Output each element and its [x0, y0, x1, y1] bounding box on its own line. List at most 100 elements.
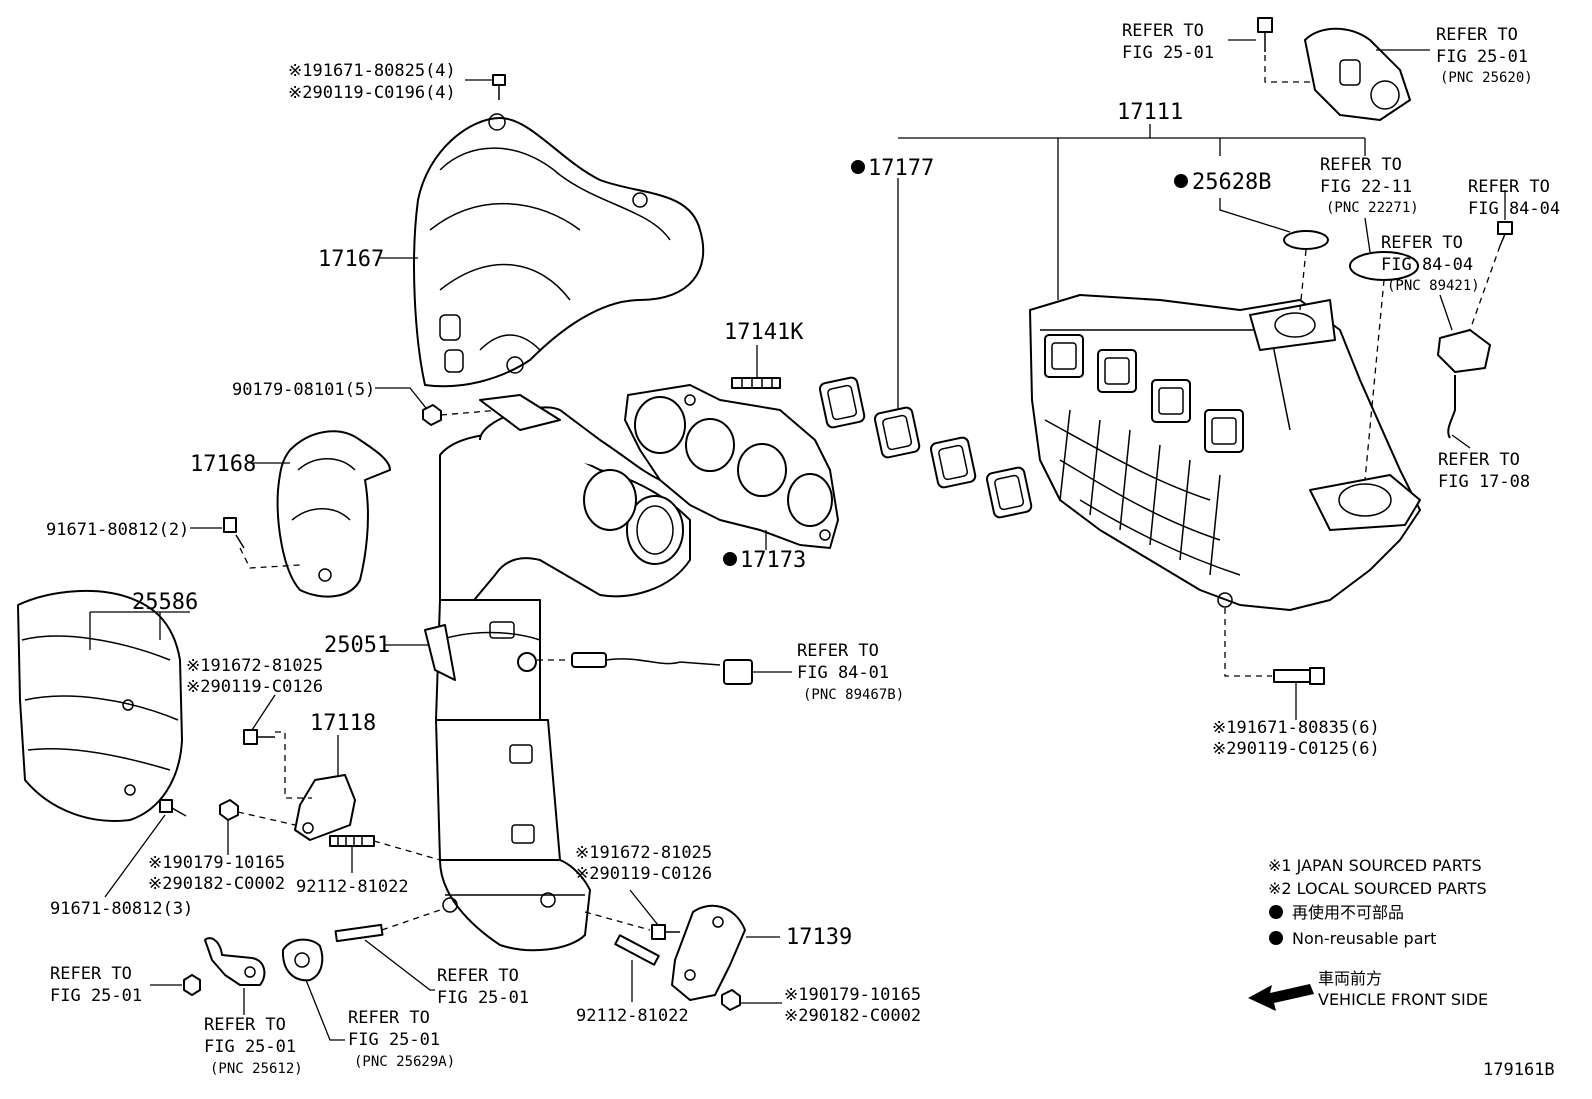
label-17167: 17167	[318, 247, 384, 272]
legend-japan: ※1 JAPAN SOURCED PARTS	[1268, 856, 1482, 875]
refer-17-08-line2: FIG 17-08	[1438, 472, 1530, 492]
map-sensor-icon	[1437, 221, 1513, 439]
refer-bl-1-line1: REFER TO	[50, 964, 132, 984]
legend-nonreuse-en: Non-reusable part	[1292, 929, 1436, 948]
refer-84-01-line3: (PNC 89467B)	[803, 687, 904, 703]
refer-84-01-line1: REFER TO	[797, 641, 879, 661]
bolt-manifold-icon	[1273, 667, 1325, 685]
label-17141k: 17141K	[724, 320, 804, 345]
refer-bl-4-line1: REFER TO	[437, 966, 519, 986]
refer-bl-2-line1: REFER TO	[204, 1015, 286, 1035]
refer-84-04-a-line1: REFER TO	[1468, 177, 1550, 197]
label-bolt-top-2: ※290119-C0196(4)	[288, 83, 456, 103]
refer-22-11-line3: (PNC 22271)	[1326, 200, 1419, 216]
refer-84-04-b-line3: (PNC 89421)	[1387, 278, 1480, 294]
intake-manifold-17111	[1029, 294, 1421, 611]
refer-84-04-b-line2: FIG 84-04	[1381, 255, 1473, 275]
refer-bl-3-line2: FIG 25-01	[348, 1030, 440, 1050]
label-bolt-manifold-1: ※191671-80835(6)	[1212, 718, 1380, 738]
label-17111: 17111	[1117, 100, 1183, 125]
label-stud-right: 92112-81022	[576, 1006, 689, 1026]
figure-id: 179161B	[1483, 1060, 1555, 1080]
label-bolt-17118-1: ※191672-81025	[186, 656, 323, 676]
refer-22-11-line1: REFER TO	[1320, 155, 1402, 175]
oxygen-sensor-icon	[537, 652, 753, 685]
bolt-91671-2-icon	[223, 517, 245, 549]
bracket-25612-icon	[204, 937, 266, 986]
label-nut-90179: 90179-08101(5)	[232, 380, 375, 400]
refer-top-right-line2: FIG 25-01	[1436, 47, 1528, 67]
stud-left-icon	[329, 835, 375, 847]
bolt-17118-icon	[243, 729, 275, 745]
bracket-17118	[294, 774, 356, 841]
nonreusable-dot-25628b	[1174, 174, 1188, 188]
legend-front-en: VEHICLE FRONT SIDE	[1318, 990, 1488, 1009]
label-stud-left: 92112-81022	[296, 877, 409, 897]
refer-84-01-line2: FIG 84-01	[797, 663, 889, 683]
label-17118: 17118	[310, 711, 376, 736]
refer-84-04-b-line1: REFER TO	[1381, 233, 1463, 253]
legend: ※1 JAPAN SOURCED PARTS ※2 LOCAL SOURCED …	[1248, 856, 1488, 1011]
exhaust-manifold-25051	[424, 394, 691, 952]
label-bolt-manifold-2: ※290119-C0125(6)	[1212, 739, 1380, 759]
label-nut-17139-2: ※290182-C0002	[784, 1006, 921, 1026]
bracket-17139	[671, 904, 746, 1001]
nonreusable-dot-17177	[851, 160, 865, 174]
exhaust-gasket-17173	[624, 384, 839, 549]
label-17173: 17173	[740, 548, 806, 573]
refer-22-11-line2: FIG 22-11	[1320, 177, 1412, 197]
nut-17118-icon	[219, 799, 239, 821]
refer-17-08-line1: REFER TO	[1438, 450, 1520, 470]
refer-top-left-line1: REFER TO	[1122, 21, 1204, 41]
bolt-top-icon	[492, 74, 506, 100]
label-nut-17118-1: ※190179-10165	[148, 853, 285, 873]
heat-insulator-25586	[17, 589, 183, 822]
legend-local: ※2 LOCAL SOURCED PARTS	[1268, 879, 1487, 898]
intake-gaskets-17177	[818, 376, 1033, 519]
front-arrow-icon	[1248, 984, 1314, 1011]
label-25051: 25051	[324, 633, 390, 658]
heat-insulator-17167	[413, 113, 705, 388]
bolt-17139-icon	[651, 924, 680, 940]
legend-dot-icon-2	[1269, 931, 1283, 945]
label-bolt-17139-2: ※290119-C0126	[575, 864, 712, 884]
refer-bl-3-line1: REFER TO	[348, 1008, 430, 1028]
label-bolt-17139-1: ※191672-81025	[575, 843, 712, 863]
label-nut-17139-1: ※190179-10165	[784, 985, 921, 1005]
gasket-25629a-icon	[281, 938, 324, 982]
refer-bl-1-line2: FIG 25-01	[50, 986, 142, 1006]
refer-84-04-a-line2: FIG 84-04	[1468, 199, 1560, 219]
stud-bottom-icon	[334, 923, 384, 943]
refer-top-left-line2: FIG 25-01	[1122, 43, 1214, 63]
legend-dot-icon-1	[1269, 905, 1283, 919]
refer-bl-2-line2: FIG 25-01	[204, 1037, 296, 1057]
nut-90179-icon	[422, 404, 442, 426]
label-25628b: 25628B	[1192, 170, 1271, 195]
label-nut-17118-2: ※290182-C0002	[148, 874, 285, 894]
refer-bl-2-line3: (PNC 25612)	[210, 1061, 303, 1077]
legend-nonreuse-jp: 再使用不可部品	[1292, 903, 1404, 922]
refer-top-right-line1: REFER TO	[1436, 25, 1518, 45]
label-17139: 17139	[786, 925, 852, 950]
bolt-91671-3-icon	[159, 799, 187, 817]
label-bolt-top-1: ※191671-80825(4)	[288, 61, 456, 81]
label-bolt-17118-2: ※290119-C0126	[186, 677, 323, 697]
bolt-bottom-left-icon	[183, 974, 201, 996]
label-bolt-91671-2: 91671-80812(2)	[46, 520, 189, 540]
refer-top-right-line3: (PNC 25620)	[1440, 70, 1533, 86]
legend-front-jp: 車両前方	[1318, 969, 1382, 988]
bolt-top-refer-icon	[1257, 17, 1273, 52]
stud-right-icon	[614, 934, 660, 966]
throttle-body-icon	[1304, 27, 1411, 121]
label-25586: 25586	[132, 590, 198, 615]
stud-17141k-icon	[731, 377, 781, 389]
heat-insulator-17168	[276, 430, 391, 598]
refer-bl-3-line3: (PNC 25629A)	[354, 1054, 455, 1070]
refer-bl-4-line2: FIG 25-01	[437, 988, 529, 1008]
label-17177: 17177	[868, 156, 934, 181]
gasket-25628b-icon	[1283, 230, 1329, 250]
label-bolt-91671-3: 91671-80812(3)	[50, 899, 193, 919]
nut-17139-icon	[721, 989, 741, 1011]
label-17168: 17168	[190, 452, 256, 477]
